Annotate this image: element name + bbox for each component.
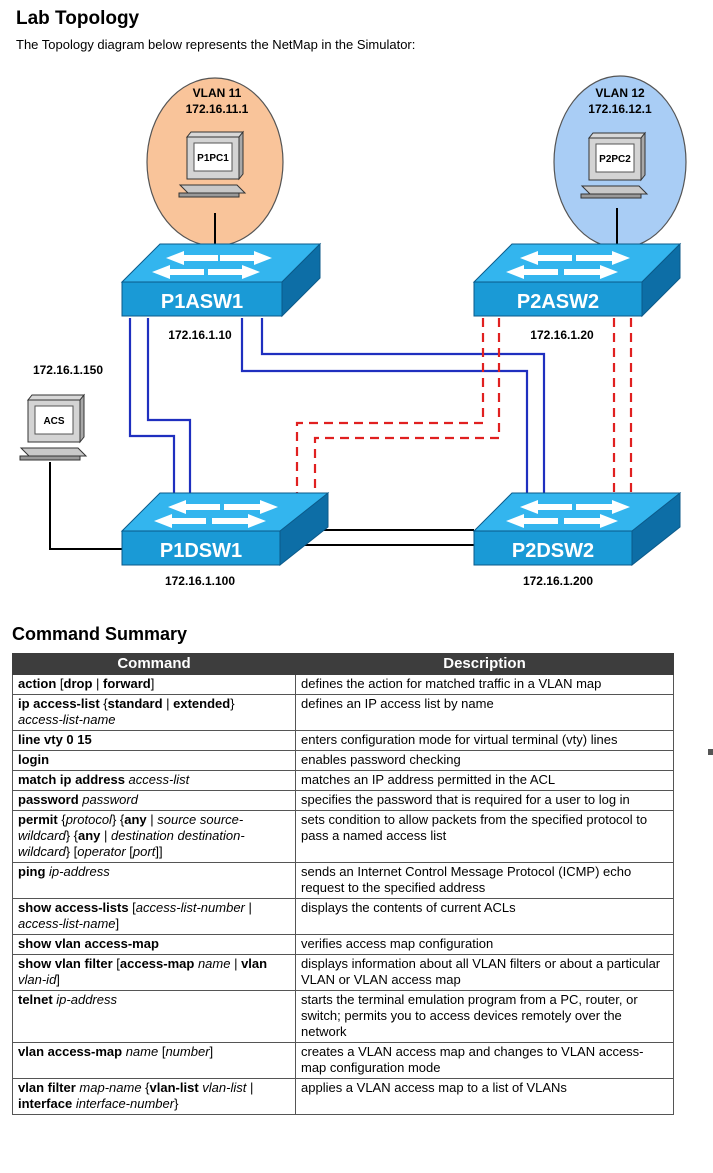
command-cell: show vlan filter [access-map name | vlan… <box>12 954 296 991</box>
pc1-label: P1PC1 <box>197 153 229 164</box>
description-cell: sets condition to allow packets from the… <box>295 810 674 863</box>
table-row: vlan filter map-name {vlan-list vlan-lis… <box>12 1078 674 1115</box>
command-cell: action [drop | forward] <box>12 674 296 695</box>
p1asw1-label: P1ASW1 <box>161 291 243 313</box>
table-row: show vlan filter [access-map name | vlan… <box>12 954 674 991</box>
table-row: ip access-list {standard | extended}acce… <box>12 694 674 731</box>
pc-icon[interactable]: P1PC1 <box>178 130 247 198</box>
switch-p1asw1[interactable]: P1ASW1 <box>120 242 322 318</box>
column-header-description: Description <box>295 653 674 675</box>
command-cell: permit {protocol} {any | source source-w… <box>12 810 296 863</box>
description-cell: enters configuration mode for virtual te… <box>295 730 674 751</box>
p2asw2-label: P2ASW2 <box>517 291 599 313</box>
intro-text: The Topology diagram below represents th… <box>16 37 416 52</box>
table-row: action [drop | forward]defines the actio… <box>12 674 674 695</box>
command-summary-heading: Command Summary <box>12 624 188 644</box>
p1dsw1-label: P1DSW1 <box>160 540 242 562</box>
table-row: permit {protocol} {any | source source-w… <box>12 810 674 863</box>
description-cell: displays information about all VLAN filt… <box>295 954 674 991</box>
vlan12-label: VLAN 12 <box>595 86 645 100</box>
acs-label: ACS <box>43 416 64 427</box>
description-cell: displays the contents of current ACLs <box>295 898 674 935</box>
command-cell: match ip address access-list <box>12 770 296 791</box>
pc-icon[interactable]: P2PC2 <box>580 131 649 199</box>
command-cell: show vlan access-map <box>12 934 296 955</box>
topology-diagram: VLAN 11 172.16.11.1 VLAN 12 172.16.12.1 … <box>19 75 687 588</box>
command-cell: telnet ip-address <box>12 990 296 1043</box>
switch-p2dsw2[interactable]: P2DSW2 <box>472 491 682 567</box>
column-header-command: Command <box>12 653 296 675</box>
description-cell: matches an IP address permitted in the A… <box>295 770 674 791</box>
command-cell: vlan access-map name [number] <box>12 1042 296 1079</box>
pc2-label: P2PC2 <box>599 154 631 165</box>
command-cell: login <box>12 750 296 771</box>
vlan12-ip: 172.16.12.1 <box>588 102 652 116</box>
p2dsw2-ip: 172.16.1.200 <box>523 574 593 588</box>
p1dsw1-ip: 172.16.1.100 <box>165 574 235 588</box>
p2dsw2-label: P2DSW2 <box>512 540 594 562</box>
page-title: Lab Topology <box>16 8 140 29</box>
description-cell: sends an Internet Control Message Protoc… <box>295 862 674 899</box>
vlan11-label: VLAN 11 <box>193 86 242 100</box>
command-cell: ip access-list {standard | extended}acce… <box>12 694 296 731</box>
description-cell: defines an IP access list by name <box>295 694 674 731</box>
switch-p2asw2[interactable]: P2ASW2 <box>472 242 682 318</box>
stray-mark <box>708 744 713 755</box>
description-cell: starts the terminal emulation program fr… <box>295 990 674 1043</box>
command-cell: show access-lists [access-list-number | … <box>12 898 296 935</box>
vlan11-ip: 172.16.11.1 <box>186 102 249 116</box>
command-cell: line vty 0 15 <box>12 730 296 751</box>
command-summary-table: Command Description action [drop | forwa… <box>12 653 674 1115</box>
p1asw1-ip: 172.16.1.10 <box>168 328 232 342</box>
description-cell: verifies access map configuration <box>295 934 674 955</box>
table-row: show access-lists [access-list-number | … <box>12 898 674 935</box>
table-header-row: Command Description <box>12 653 674 675</box>
table-row: vlan access-map name [number]creates a V… <box>12 1042 674 1079</box>
description-cell: creates a VLAN access map and changes to… <box>295 1042 674 1079</box>
description-cell: specifies the password that is required … <box>295 790 674 811</box>
p2asw2-ip: 172.16.1.20 <box>530 328 594 342</box>
description-cell: defines the action for matched traffic i… <box>295 674 674 695</box>
command-cell: password password <box>12 790 296 811</box>
switch-p1dsw1[interactable]: P1DSW1 <box>120 491 330 567</box>
pc-icon[interactable]: ACS <box>19 393 88 461</box>
command-cell: vlan filter map-name {vlan-list vlan-lis… <box>12 1078 296 1115</box>
command-cell: ping ip-address <box>12 862 296 899</box>
acs-ip: 172.16.1.150 <box>33 363 103 377</box>
description-cell: applies a VLAN access map to a list of V… <box>295 1078 674 1115</box>
description-cell: enables password checking <box>295 750 674 771</box>
